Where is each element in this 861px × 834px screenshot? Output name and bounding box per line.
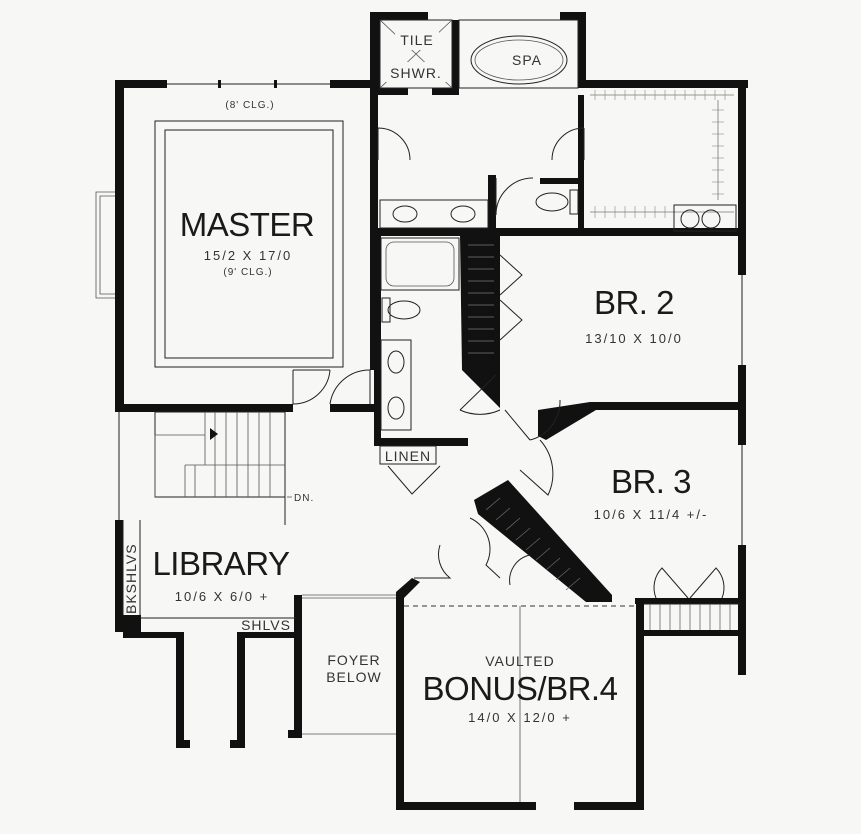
library-dims: 10/6 X 6/0 +: [175, 589, 269, 604]
outline-lines: [95, 80, 743, 802]
br2-title: BR. 2: [594, 284, 674, 321]
master-dims: 15/2 X 17/0: [204, 248, 293, 263]
room-labels: MASTER 15/2 X 17/0 (9' CLG.) (8' CLG.) T…: [123, 32, 709, 725]
master-title: MASTER: [180, 206, 315, 243]
br3-dims: 10/6 X 11/4 +/-: [594, 507, 709, 522]
br2-dims: 13/10 X 10/0: [585, 331, 683, 346]
library-title: LIBRARY: [152, 545, 290, 582]
fixtures: [379, 19, 737, 465]
tile-label: TILE: [400, 32, 434, 48]
bonus-title: BONUS/BR.4: [423, 670, 618, 707]
linen-label: LINEN: [385, 448, 431, 464]
foyer-line1: FOYER: [327, 652, 380, 668]
doors: [292, 127, 725, 599]
dn-label: DN.: [294, 493, 314, 504]
master-ceiling: (9' CLG.): [223, 267, 272, 278]
foyer-line2: BELOW: [326, 669, 382, 685]
bkshlvs-label: BKSHLVS: [123, 543, 139, 614]
br3-title: BR. 3: [611, 463, 691, 500]
shlvs-label: SHLVS: [241, 617, 291, 633]
shwr-label: SHWR.: [390, 65, 442, 81]
bonus-note: VAULTED: [485, 653, 555, 669]
master-clg8: (8' CLG.): [225, 100, 274, 111]
bonus-dims: 14/0 X 12/0 +: [468, 710, 572, 725]
spa-label: SPA: [512, 52, 542, 68]
walls: [115, 12, 748, 810]
stairs: [154, 412, 292, 498]
